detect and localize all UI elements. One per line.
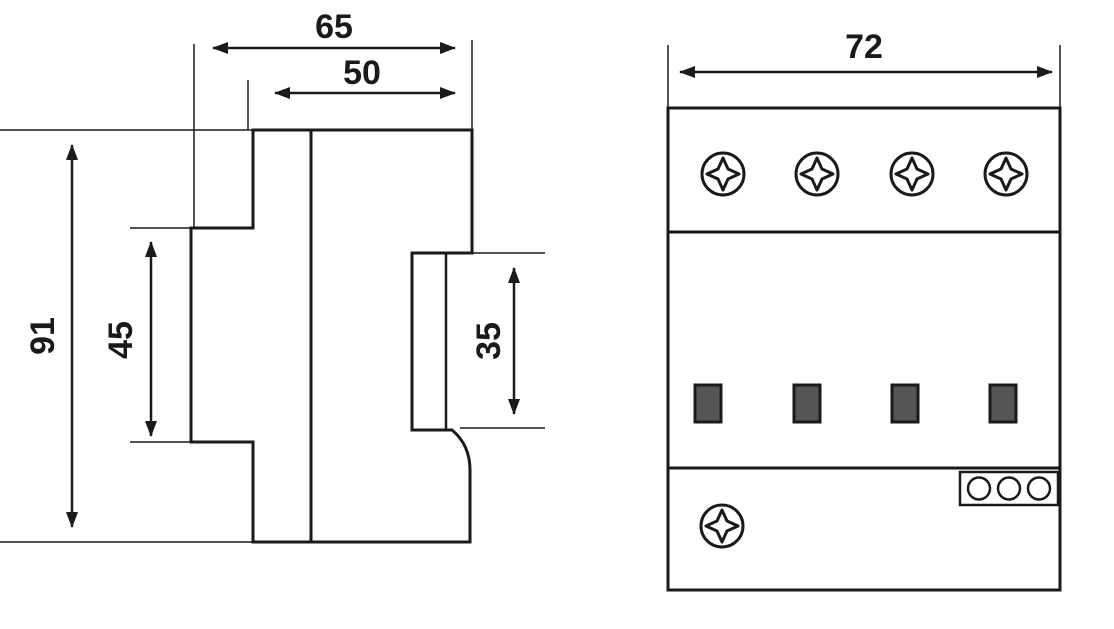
indicator-window [890, 383, 920, 424]
front-body-outline [666, 106, 1062, 592]
screw-icon [699, 503, 745, 549]
status-light [966, 476, 992, 501]
dim-label-body-depth: 50 [343, 54, 381, 92]
dim-label-overall-depth: 65 [315, 8, 353, 46]
screw-icon [889, 151, 935, 197]
dim-label-rail-clip: 35 [470, 322, 508, 360]
front-view [666, 106, 1062, 592]
indicator-windows [693, 383, 1018, 424]
dim-label-height: 91 [24, 317, 62, 355]
terminal-screws-top [700, 151, 1029, 197]
indicator-window [988, 383, 1018, 424]
dim-label-width: 72 [845, 28, 883, 66]
side-body-outline [189, 128, 474, 544]
dim-label-front-height: 45 [102, 321, 140, 359]
screw-icon [794, 151, 840, 197]
indicator-window [693, 383, 723, 424]
front-extension-lines [667, 45, 1061, 108]
screw-icon [700, 151, 746, 197]
bottom-screw-group [699, 503, 745, 549]
indicator-window [792, 383, 822, 424]
side-extension-lines [0, 40, 545, 543]
side-view [189, 128, 474, 544]
status-lights-frame [958, 470, 1060, 507]
side-dimension-lines [66, 42, 520, 528]
status-light [1026, 476, 1052, 501]
screw-icon [983, 151, 1029, 197]
status-lights [958, 470, 1060, 507]
status-light [996, 476, 1022, 501]
